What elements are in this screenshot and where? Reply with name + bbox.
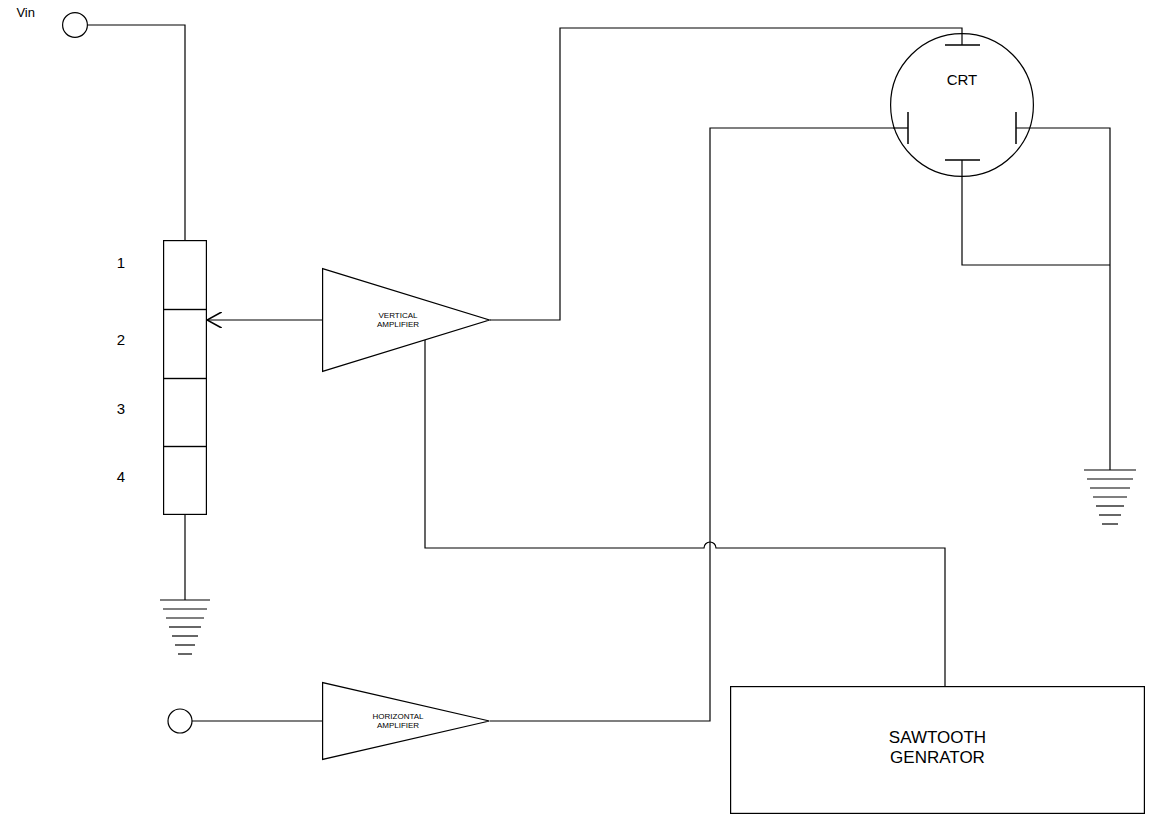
attenuator-step-outline bbox=[163, 378, 207, 447]
attenuator-step-outline bbox=[163, 309, 207, 379]
plate-lead bbox=[961, 33, 962, 45]
input-terminal-outline bbox=[62, 12, 88, 38]
attenuator-step: 4 bbox=[163, 446, 207, 515]
signal-wire bbox=[207, 319, 322, 320]
ground-symbol bbox=[160, 600, 210, 654]
generator-box: SAWTOOTH GENRATOR bbox=[730, 686, 1145, 814]
ground-wire bbox=[184, 515, 185, 600]
ground-wire bbox=[1016, 128, 1110, 470]
step-number: 2 bbox=[117, 331, 125, 348]
input-terminal: Vin bbox=[62, 12, 88, 38]
signal-wire bbox=[425, 340, 945, 686]
block-label: Vin bbox=[16, 6, 35, 21]
block-label: HORIZONTAL AMPLIFIER bbox=[363, 712, 433, 730]
ground-symbol bbox=[1084, 470, 1136, 524]
amplifier-triangle: VERTICAL AMPLIFIER bbox=[322, 268, 490, 372]
attenuator-step-outline bbox=[163, 240, 207, 310]
attenuator-step: 1 bbox=[163, 240, 207, 310]
block-label: VERTICAL AMPLIFIER bbox=[367, 311, 429, 329]
signal-wire bbox=[490, 128, 894, 721]
amplifier-triangle: HORIZONTAL AMPLIFIER bbox=[322, 682, 490, 760]
input-terminal bbox=[168, 709, 192, 733]
signal-wire bbox=[88, 25, 185, 240]
step-number: 1 bbox=[117, 254, 125, 271]
attenuator-step: 3 bbox=[163, 378, 207, 447]
ground-wire bbox=[962, 160, 1110, 265]
step-number: 3 bbox=[117, 400, 125, 417]
crt-tube-outline bbox=[890, 33, 1034, 177]
plate-lead bbox=[893, 127, 908, 128]
crt-tube: CRT bbox=[890, 33, 1034, 177]
block-label: SAWTOOTH GENRATOR bbox=[858, 728, 1018, 767]
attenuator-step: 2 bbox=[163, 309, 207, 379]
block-label: CRT bbox=[947, 71, 978, 88]
attenuator-step-outline bbox=[163, 446, 207, 515]
input-wire bbox=[192, 720, 322, 721]
signal-wire bbox=[490, 28, 962, 320]
step-number: 4 bbox=[117, 468, 125, 485]
